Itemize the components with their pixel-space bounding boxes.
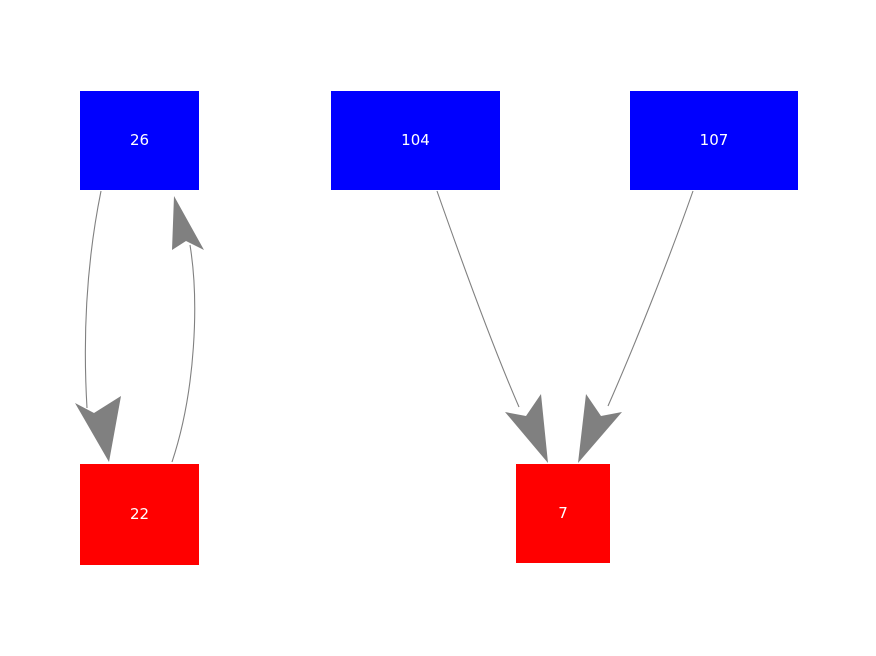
edge-107-to-7-line <box>607 190 694 407</box>
edge-26-to-22-arrowhead <box>75 396 121 462</box>
node-label-104: 104 <box>401 131 430 149</box>
node-label-22: 22 <box>129 505 150 523</box>
graph-node-107[interactable]: 107 <box>630 91 798 190</box>
edge-107-to-7-arrowhead <box>578 394 622 463</box>
edge-104-to-7-line <box>436 190 520 408</box>
edge-22-to-26-arrowhead <box>172 196 204 250</box>
node-label-107: 107 <box>699 131 729 149</box>
edge-22-to-26 <box>171 196 204 463</box>
edge-104-to-7 <box>436 190 548 463</box>
edge-104-to-7-arrowhead <box>505 394 548 463</box>
edge-22-to-26-line <box>171 244 196 463</box>
graph-node-7[interactable]: 7 <box>516 464 610 563</box>
node-label-7: 7 <box>558 504 568 522</box>
graph-node-26[interactable]: 26 <box>80 91 199 190</box>
edge-26-to-22-line <box>84 190 102 409</box>
graph-node-22[interactable]: 22 <box>80 464 199 565</box>
edge-107-to-7 <box>578 190 694 463</box>
node-label-26: 26 <box>129 131 150 149</box>
graph-node-104[interactable]: 104 <box>331 91 500 190</box>
edge-26-to-22 <box>75 190 121 462</box>
